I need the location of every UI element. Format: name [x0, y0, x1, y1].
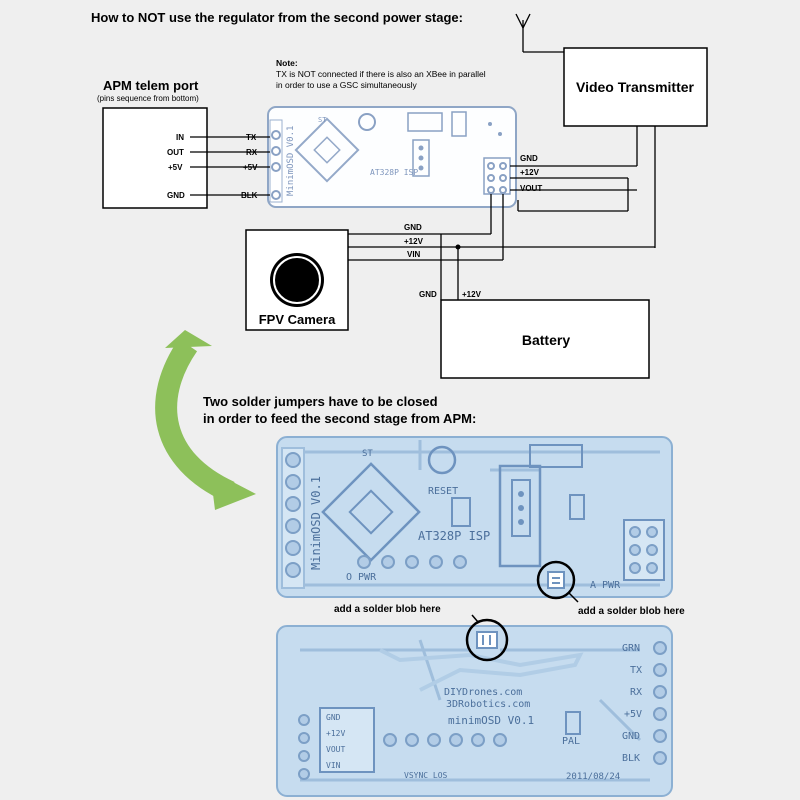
osd-board-bottom: GRN TX RX +5V GND BLK DIYDrones.com 3DRo… — [276, 625, 673, 797]
board-bottom-left-gnd: GND — [326, 713, 341, 722]
osd-pin-12v: +12V — [520, 168, 540, 177]
video-transmitter-box — [563, 47, 708, 127]
camera-wire-vin: VIN — [407, 250, 421, 259]
board-bottom-left-vin: VIN — [326, 761, 341, 770]
blob-label-right: add a solder blob here — [578, 606, 685, 617]
apm-telem-box — [102, 107, 208, 209]
board-top-pwr-left: O PWR — [346, 572, 377, 583]
camera-wire-12v: +12V — [404, 237, 424, 246]
antenna-icon — [515, 13, 565, 53]
board-bottom-pal: PAL — [562, 736, 580, 747]
board-top-reset: RESET — [428, 486, 458, 497]
board-top-st: ST — [362, 449, 373, 459]
board-bottom-pin-gnd: GND — [622, 731, 640, 742]
osd-board-small: MinimOSD V0.1 ST AT328P ISP — [267, 106, 517, 208]
note-heading: Note: — [276, 58, 298, 68]
board-bottom-date: 2011/08/24 — [566, 772, 620, 782]
battery-wire-gnd: GND — [419, 290, 437, 299]
note-line2: in order to use a GSC simultaneously — [276, 80, 418, 90]
apm-title: APM telem port — [103, 78, 199, 93]
board-bottom-pin-grn: GRN — [622, 643, 640, 654]
board-bottom-name: minimOSD V0.1 — [448, 714, 534, 727]
board-bottom-pin-5v: +5V — [624, 709, 642, 720]
fpv-camera-label: FPV Camera — [259, 312, 336, 327]
video-transmitter-label: Video Transmitter — [576, 79, 695, 95]
osd-small-chip: AT328P ISP — [370, 168, 418, 177]
board-top-pwr-right: A PWR — [590, 580, 621, 591]
camera-lens-icon — [270, 253, 324, 307]
board-bottom-url1: DIYDrones.com — [444, 687, 522, 698]
solder-jumper-top — [536, 560, 579, 603]
board-bottom-vsync: VSYNC LOS — [404, 771, 448, 780]
apm-subtitle: (pins sequence from bottom) — [97, 94, 199, 103]
battery-box — [440, 299, 650, 379]
osd-small-st: ST — [318, 116, 327, 124]
jumper-text-line2: in order to feed the second stage from A… — [203, 411, 476, 426]
blob-label-left: add a solder blob here — [334, 604, 441, 615]
curved-arrow-icon — [155, 330, 256, 510]
page-title: How to NOT use the regulator from the se… — [91, 10, 463, 25]
board-bottom-left-vout: VOUT — [326, 745, 345, 754]
osd-pin-vout: VOUT — [520, 184, 542, 193]
battery-wire-12v: +12V — [462, 290, 482, 299]
board-top-name: MinimOSD V0.1 — [309, 476, 323, 570]
jumper-text-line1: Two solder jumpers have to be closed — [203, 394, 438, 409]
osd-small-name: MinimOSD V0.1 — [286, 126, 296, 196]
board-bottom-pin-blk: BLK — [622, 753, 640, 764]
osd-board-top: MinimOSD V0.1 ST RESET AT328P ISP O PWR … — [276, 436, 673, 598]
board-bottom-pin-tx: TX — [630, 665, 642, 676]
osd-pin-tx: TX — [246, 133, 257, 142]
apm-pin-in: IN — [176, 133, 184, 142]
board-top-chip: AT328P ISP — [418, 529, 490, 543]
board-bottom-pin-rx: RX — [630, 687, 642, 698]
camera-wire-gnd: GND — [404, 223, 422, 232]
osd-pin-5v: +5V — [243, 163, 258, 172]
solder-jumper-bottom — [465, 614, 509, 662]
apm-pin-gnd: GND — [167, 191, 185, 200]
board-bottom-url2: 3DRobotics.com — [446, 699, 530, 710]
note-line1: TX is NOT connected if there is also an … — [276, 69, 486, 79]
osd-pin-blk: BLK — [241, 191, 258, 200]
board-bottom-left-12v: +12V — [326, 729, 345, 738]
apm-pin-5v: +5V — [168, 163, 183, 172]
osd-pin-gnd: GND — [520, 154, 538, 163]
osd-pin-rx: RX — [246, 148, 258, 157]
apm-pin-out: OUT — [167, 148, 184, 157]
battery-label: Battery — [522, 332, 570, 348]
